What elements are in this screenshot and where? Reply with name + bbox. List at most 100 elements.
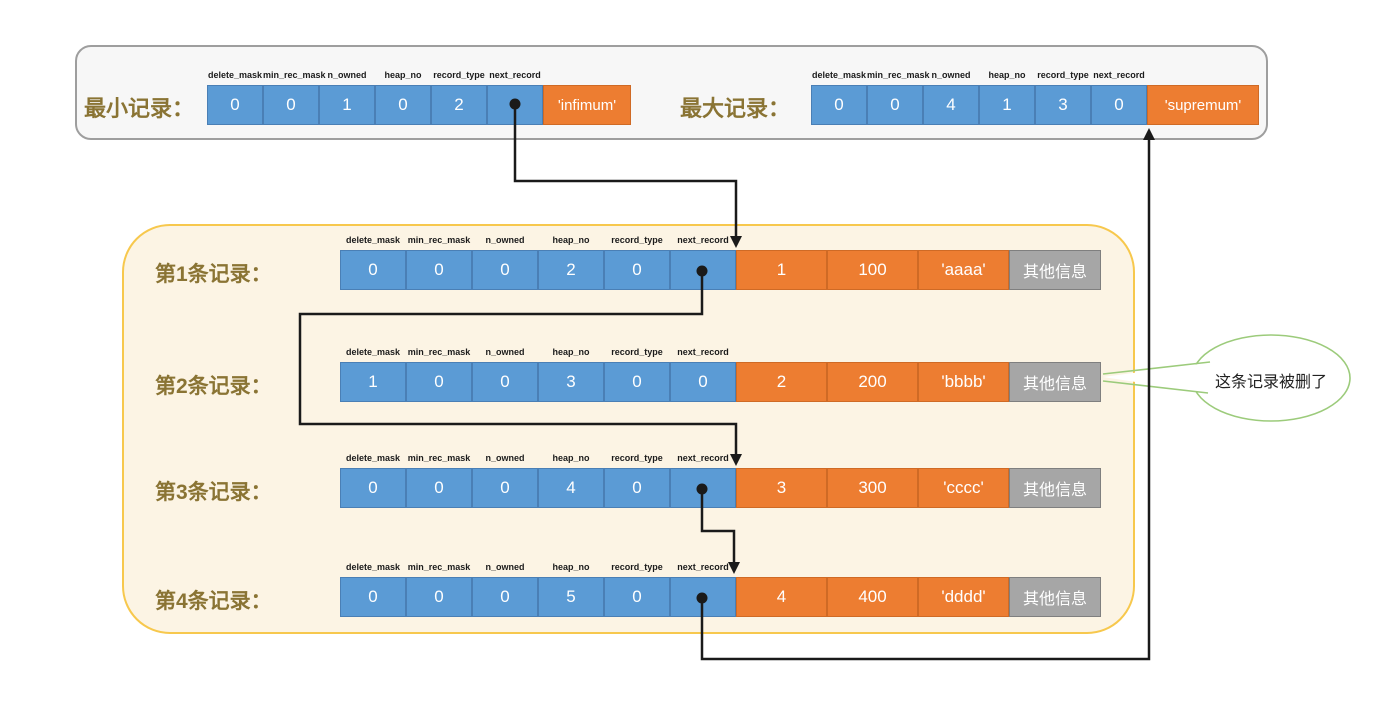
- header-record-type: record_type: [611, 235, 663, 245]
- infimum-cells: 0 0 1 0 2 'infimum': [207, 85, 631, 125]
- header-heap-no: heap_no: [552, 347, 590, 357]
- record-2-table: delete_mask min_rec_mask n_owned heap_no…: [340, 345, 1101, 402]
- field-cell: 0: [263, 85, 319, 125]
- header-n-owned: n_owned: [485, 347, 525, 357]
- header-record-type: record_type: [1037, 70, 1089, 80]
- data-cell: 'dddd': [918, 577, 1009, 617]
- header-record-type: record_type: [433, 70, 485, 80]
- other-info-cell: 其他信息: [1009, 468, 1101, 508]
- header-delete-mask: delete_mask: [345, 453, 401, 463]
- record-3-field-headers: delete_mask min_rec_mask n_owned heap_no…: [340, 451, 1101, 465]
- field-cell: 2: [431, 85, 487, 125]
- field-cell: 0: [375, 85, 431, 125]
- record-1-table: delete_mask min_rec_mask n_owned heap_no…: [340, 233, 1101, 290]
- next-record-cell: [487, 85, 543, 125]
- data-cell: 1: [736, 250, 827, 290]
- field-cell: 0: [207, 85, 263, 125]
- header-delete-mask: delete_mask: [811, 70, 867, 80]
- header-min-rec-mask: min_rec_mask: [407, 235, 471, 245]
- header-next-record: next_record: [677, 235, 729, 245]
- header-n-owned: n_owned: [931, 70, 971, 80]
- supremum-value-cell: 'supremum': [1147, 85, 1259, 125]
- other-info-cell: 其他信息: [1009, 250, 1101, 290]
- next-record-cell: 0: [1091, 85, 1147, 125]
- data-cell: 3: [736, 468, 827, 508]
- field-cell: 3: [1035, 85, 1091, 125]
- header-heap-no: heap_no: [552, 453, 590, 463]
- record-2-label: 第2条记录：: [155, 375, 272, 398]
- record-2-field-headers: delete_mask min_rec_mask n_owned heap_no…: [340, 345, 1101, 359]
- field-cell: 0: [604, 468, 670, 508]
- field-cell: 0: [340, 577, 406, 617]
- next-record-cell: 0: [670, 362, 736, 402]
- min-record-label: 最小记录：: [84, 96, 195, 121]
- next-record-cell: [670, 250, 736, 290]
- record-3-cells: 0 0 0 4 0 3 300 'cccc' 其他信息: [340, 468, 1101, 508]
- field-cell: 1: [340, 362, 406, 402]
- field-cell: 0: [604, 362, 670, 402]
- field-cell: 0: [406, 468, 472, 508]
- data-cell: 400: [827, 577, 918, 617]
- header-heap-no: heap_no: [384, 70, 422, 80]
- header-next-record: next_record: [1093, 70, 1145, 80]
- field-cell: 2: [538, 250, 604, 290]
- header-next-record: next_record: [677, 562, 729, 572]
- header-delete-mask: delete_mask: [207, 70, 263, 80]
- field-cell: 0: [472, 577, 538, 617]
- supremum-cells: 0 0 4 1 3 0 'supremum': [811, 85, 1259, 125]
- record-3-label: 第3条记录：: [155, 481, 272, 504]
- field-cell: 0: [472, 250, 538, 290]
- callout-text: 这条记录被删了: [1214, 374, 1327, 391]
- header-record-type: record_type: [611, 453, 663, 463]
- record-3-table: delete_mask min_rec_mask n_owned heap_no…: [340, 451, 1101, 508]
- header-min-rec-mask: min_rec_mask: [407, 562, 471, 572]
- field-cell: 0: [472, 468, 538, 508]
- data-cell: 'aaaa': [918, 250, 1009, 290]
- record-1-field-headers: delete_mask min_rec_mask n_owned heap_no…: [340, 233, 1101, 247]
- record-4-field-headers: delete_mask min_rec_mask n_owned heap_no…: [340, 560, 1101, 574]
- data-cell: 'bbbb': [918, 362, 1009, 402]
- header-n-owned: n_owned: [485, 562, 525, 572]
- header-record-type: record_type: [611, 347, 663, 357]
- data-cell: 'cccc': [918, 468, 1009, 508]
- record-4-cells: 0 0 0 5 0 4 400 'dddd' 其他信息: [340, 577, 1101, 617]
- infimum-field-headers: delete_mask min_rec_mask n_owned heap_no…: [207, 68, 631, 82]
- header-min-rec-mask: min_rec_mask: [407, 347, 471, 357]
- header-min-rec-mask: min_rec_mask: [407, 453, 471, 463]
- header-next-record: next_record: [489, 70, 541, 80]
- record-1-cells: 0 0 0 2 0 1 100 'aaaa' 其他信息: [340, 250, 1101, 290]
- infimum-value-cell: 'infimum': [543, 85, 631, 125]
- field-cell: 5: [538, 577, 604, 617]
- record-1-label: 第1条记录：: [155, 263, 272, 286]
- data-cell: 2: [736, 362, 827, 402]
- header-record-type: record_type: [611, 562, 663, 572]
- field-cell: 0: [340, 250, 406, 290]
- header-heap-no: heap_no: [552, 235, 590, 245]
- header-n-owned: n_owned: [485, 235, 525, 245]
- header-next-record: next_record: [677, 347, 729, 357]
- max-record-label: 最大记录：: [680, 96, 791, 121]
- header-heap-no: heap_no: [552, 562, 590, 572]
- field-cell: 0: [604, 250, 670, 290]
- other-info-cell: 其他信息: [1009, 577, 1101, 617]
- header-delete-mask: delete_mask: [345, 562, 401, 572]
- field-cell: 0: [406, 250, 472, 290]
- field-cell: 3: [538, 362, 604, 402]
- field-cell: 0: [811, 85, 867, 125]
- data-cell: 4: [736, 577, 827, 617]
- next-record-cell: [670, 577, 736, 617]
- field-cell: 1: [319, 85, 375, 125]
- data-cell: 300: [827, 468, 918, 508]
- record-4-table: delete_mask min_rec_mask n_owned heap_no…: [340, 560, 1101, 617]
- supremum-field-headers: delete_mask min_rec_mask n_owned heap_no…: [811, 68, 1259, 82]
- record-4-label: 第4条记录：: [155, 590, 272, 613]
- field-cell: 1: [979, 85, 1035, 125]
- header-heap-no: heap_no: [988, 70, 1026, 80]
- header-next-record: next_record: [677, 453, 729, 463]
- field-cell: 4: [538, 468, 604, 508]
- infimum-table: delete_mask min_rec_mask n_owned heap_no…: [207, 68, 631, 125]
- data-cell: 200: [827, 362, 918, 402]
- next-record-cell: [670, 468, 736, 508]
- supremum-table: delete_mask min_rec_mask n_owned heap_no…: [811, 68, 1259, 125]
- field-cell: 4: [923, 85, 979, 125]
